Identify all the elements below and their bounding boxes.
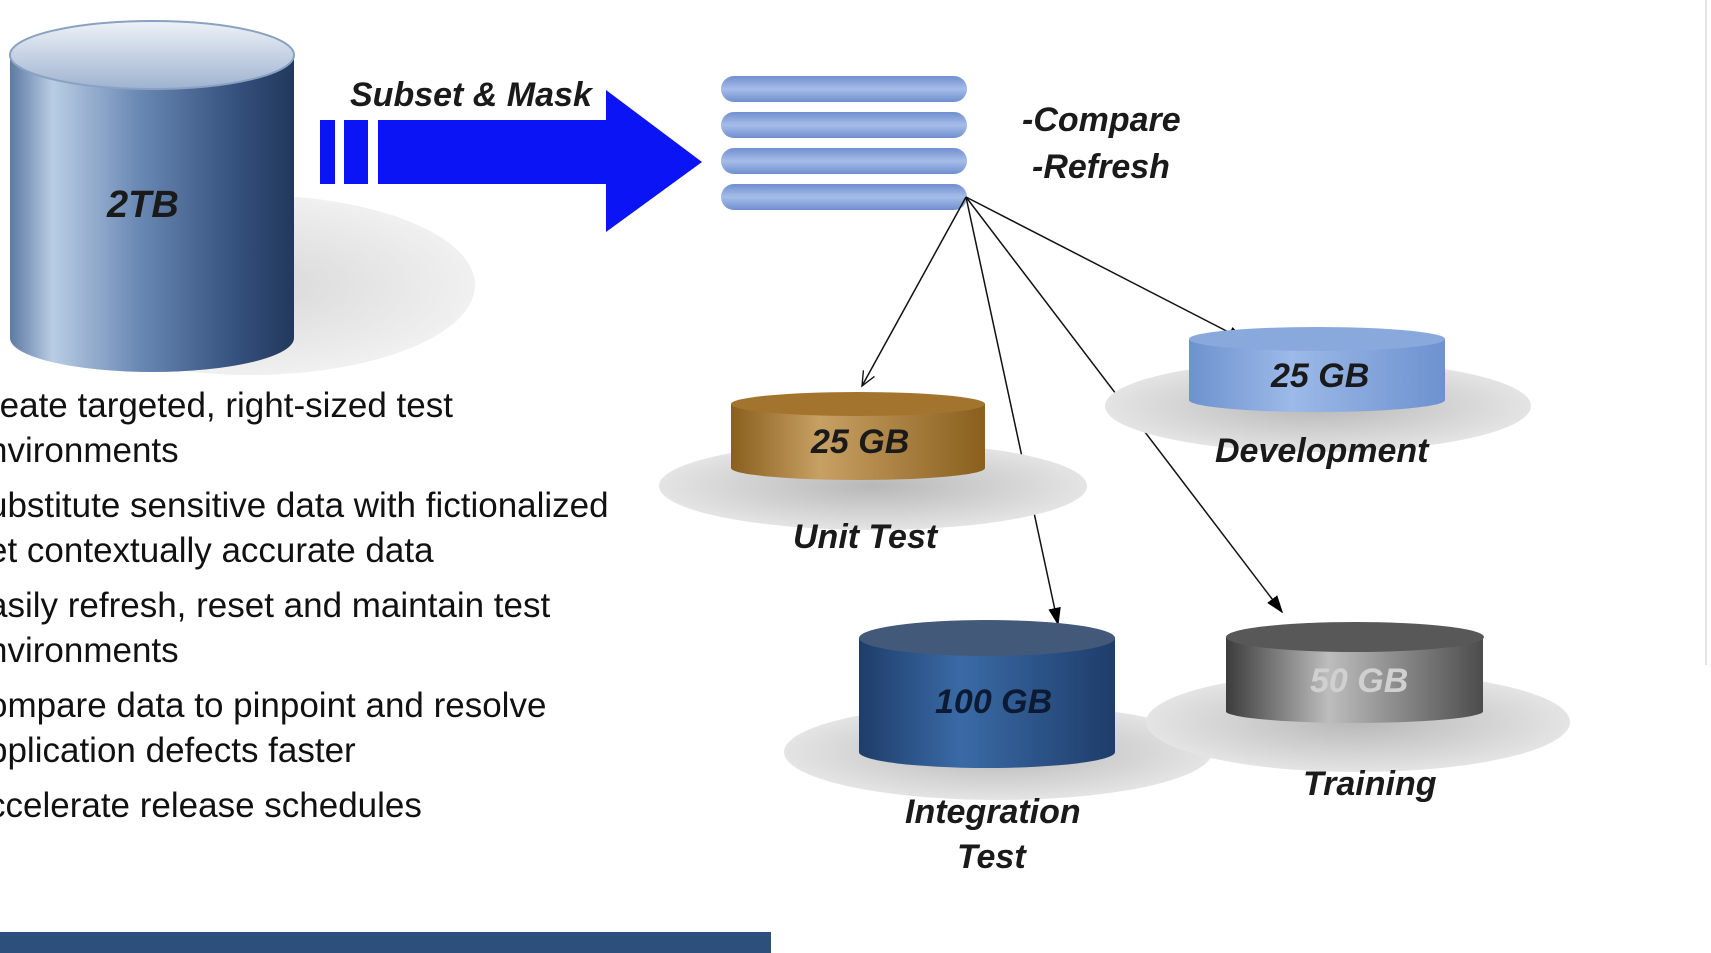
compare-label: -Compare: [1022, 101, 1181, 139]
unit-test-label: Unit Test: [793, 518, 938, 556]
source-database-label: 2TB: [107, 184, 179, 226]
training-label: Training: [1303, 765, 1437, 803]
benefit-item: ubstitute sensitive data with fictionali…: [0, 486, 609, 570]
benefit-item: ompare data to pinpoint and resolve ppli…: [0, 686, 547, 770]
bottom-bar: [0, 932, 771, 953]
connector-to-unit-test: [861, 196, 967, 388]
unit-test-disk-icon: [659, 392, 1087, 530]
subset-mask-arrow: [320, 90, 702, 232]
integration-test-disk-icon: [784, 620, 1212, 800]
development-label: Development: [1215, 432, 1429, 470]
right-edge-divider: [1705, 0, 1707, 665]
integration-test-label-line1: Integration: [905, 793, 1081, 831]
benefit-item: ccelerate release schedules: [0, 786, 422, 825]
benefit-item: reate targeted, right-sized test nvironm…: [0, 386, 453, 470]
subset-mask-label: Subset & Mask: [350, 76, 592, 114]
source-database-icon: [9, 20, 475, 375]
training-disk-icon: [1146, 622, 1570, 772]
benefit-list: reate targeted, right-sized test nvironm…: [0, 383, 748, 838]
connector-to-integration: [965, 196, 1061, 626]
platter-stack-icon: [721, 76, 967, 210]
training-size: 50 GB: [1310, 662, 1409, 700]
development-disk-icon: [1105, 327, 1531, 452]
refresh-label: -Refresh: [1032, 148, 1170, 186]
development-size: 25 GB: [1271, 357, 1370, 395]
unit-test-size: 25 GB: [811, 423, 910, 461]
connector-to-development: [965, 196, 1246, 341]
integration-test-label-line2: Test: [957, 838, 1026, 876]
integration-test-size: 100 GB: [935, 683, 1053, 721]
